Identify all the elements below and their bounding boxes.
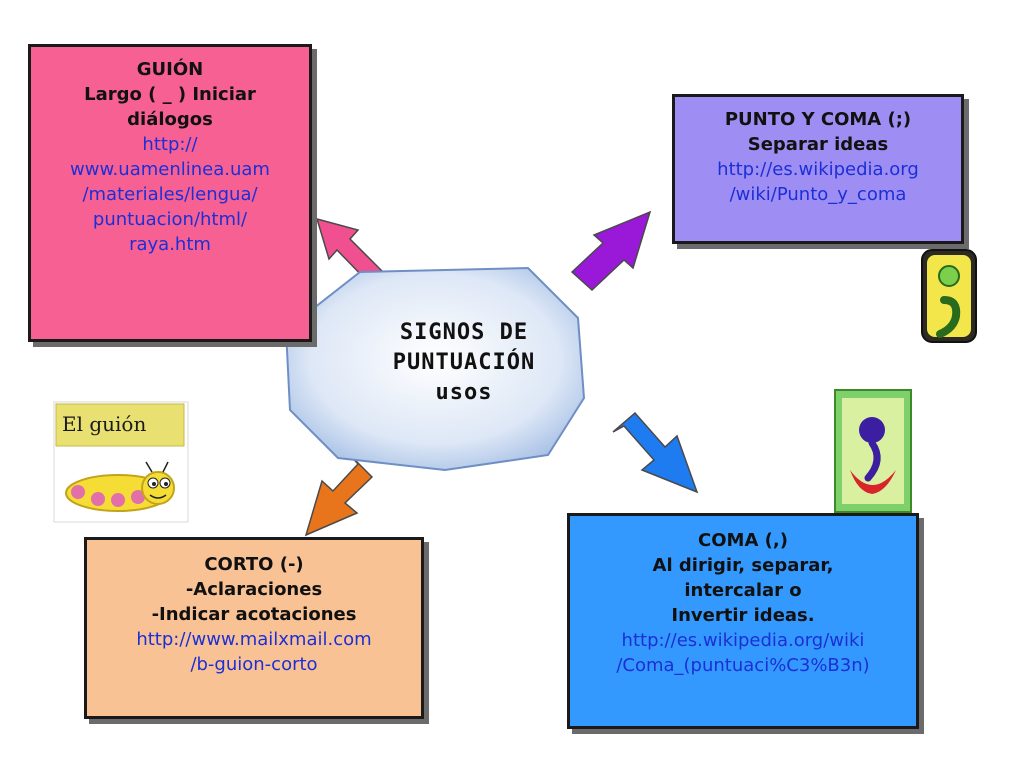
corto-link-line2[interactable]: /b-guion-corto <box>190 654 318 675</box>
center-bubble <box>284 266 586 472</box>
corto-title: CORTO (-) <box>204 554 304 575</box>
guion-desc-line2: diálogos <box>127 109 213 130</box>
guion-link-line5[interactable]: raya.htm <box>129 234 211 255</box>
punto-y-coma-box: PUNTO Y COMA (;) Separar ideas http://es… <box>672 94 964 244</box>
guion-link-line3[interactable]: /materiales/lengua/ <box>82 184 258 205</box>
guion-desc-line1: Largo ( _ ) Iniciar <box>84 84 256 105</box>
coma-link-line1[interactable]: http://es.wikipedia.org/wiki <box>621 630 865 651</box>
coma-link-line2[interactable]: /Coma_(puntuaci%C3%B3n) <box>616 655 870 676</box>
punto-y-coma-link-line1[interactable]: http://es.wikipedia.org <box>717 159 919 180</box>
center-title-line2: PUNTUACIÓN <box>392 350 536 375</box>
corto-desc-line2: -Indicar acotaciones <box>151 604 357 625</box>
guion-title: GUIÓN <box>136 59 204 80</box>
arrow-to-corto <box>304 454 374 537</box>
corto-desc-line1: -Aclaraciones <box>185 579 323 600</box>
punto-y-coma-link-line2[interactable]: /wiki/Punto_y_coma <box>729 184 907 205</box>
arrow-to-punto-y-coma <box>570 210 652 292</box>
coma-desc-line3: Invertir ideas. <box>671 605 815 626</box>
center-title: SIGNOS DE PUNTUACIÓN usos <box>352 318 576 408</box>
guion-link-line4[interactable]: puntuacion/html/ <box>92 209 248 230</box>
semicolon-character-icon <box>921 249 977 343</box>
corto-box: CORTO (-) -Aclaraciones -Indicar acotaci… <box>84 537 424 719</box>
punto-y-coma-title: PUNTO Y COMA (;) <box>724 109 912 130</box>
center-title-line1: SIGNOS DE <box>399 320 529 345</box>
comma-character-icon <box>834 389 912 513</box>
coma-title: COMA (,) <box>698 530 788 551</box>
coma-box: COMA (,) Al dirigir, separar, intercalar… <box>567 513 919 729</box>
coma-desc-line1: Al dirigir, separar, <box>652 555 834 576</box>
guion-link-line1[interactable]: http:// <box>142 134 198 155</box>
arrow-to-guion <box>315 217 386 287</box>
corto-link-line1[interactable]: http://www.mailxmail.com <box>136 629 372 650</box>
guion-link-line2[interactable]: www.uamenlinea.uam <box>70 159 270 180</box>
center-title-line3: usos <box>435 380 493 405</box>
coma-desc-line2: intercalar o <box>684 580 802 601</box>
guion-box: GUIÓN Largo ( _ ) Iniciar diálogos http:… <box>28 44 312 342</box>
punto-y-coma-desc: Separar ideas <box>747 134 889 155</box>
guion-picture-label: El guión <box>62 412 147 436</box>
guion-picture <box>53 401 189 523</box>
arrow-to-coma <box>612 411 699 494</box>
